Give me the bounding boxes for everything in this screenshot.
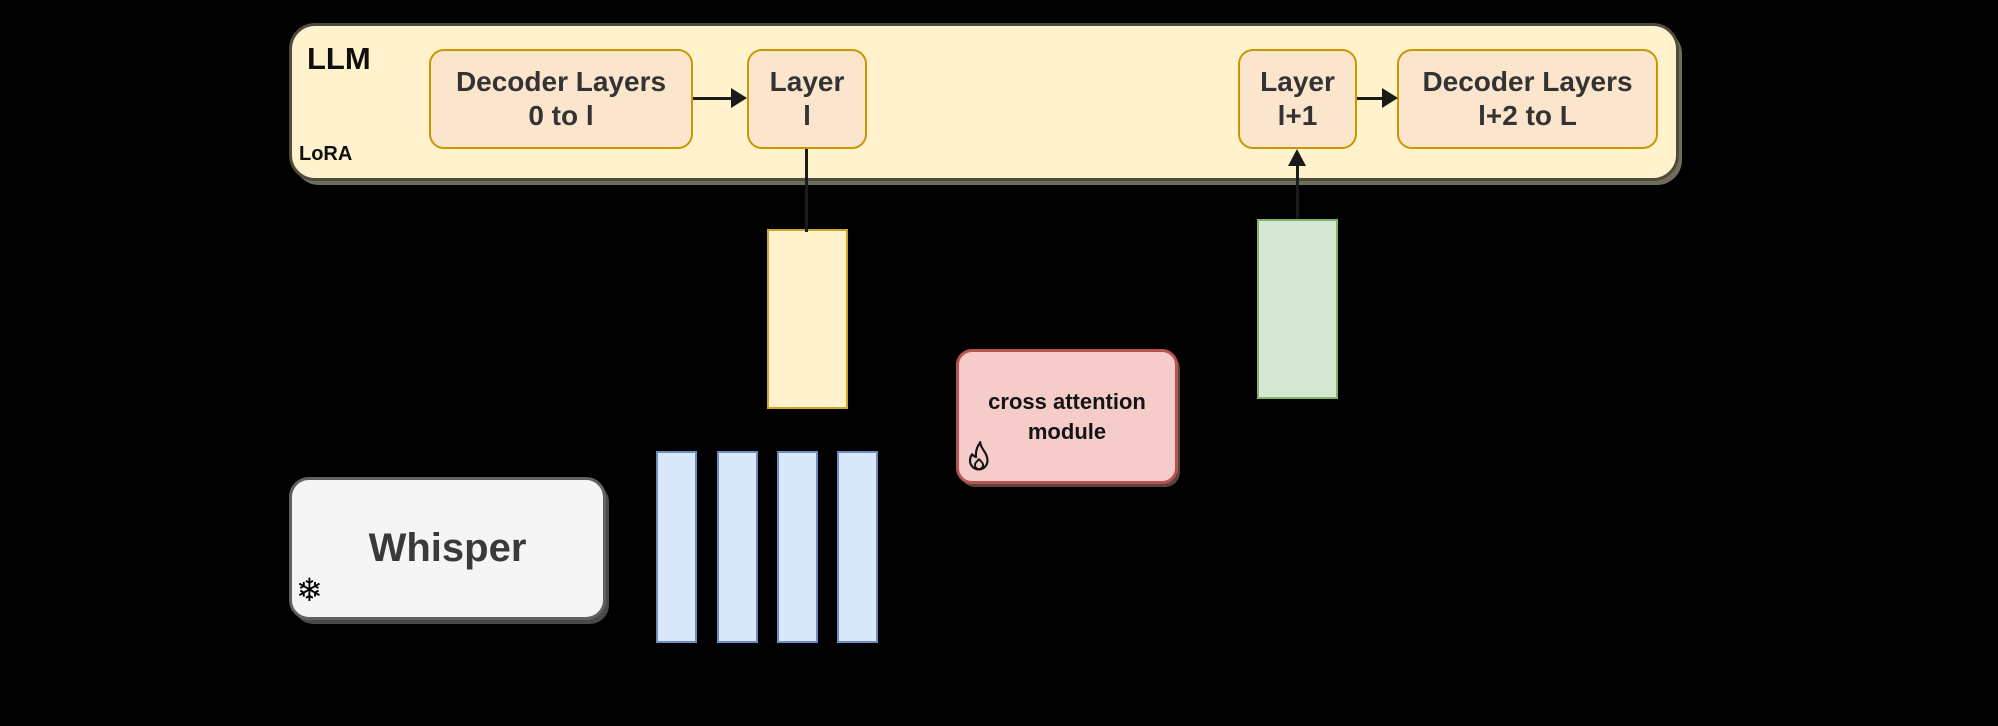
audio-feature-bar xyxy=(717,451,758,643)
llm-title: LLM xyxy=(307,41,371,76)
layer-l-index: l xyxy=(803,100,811,131)
connector-output-to-layer-l1 xyxy=(1296,162,1299,219)
layer-l-plus-1-label: Layer xyxy=(1260,66,1335,97)
layer-l-label: Layer xyxy=(769,66,845,97)
whisper-label: Whisper xyxy=(368,526,527,570)
lora-tag: LoRA xyxy=(299,143,353,165)
decoder-layers-0-to-l-label: Decoder Layers xyxy=(455,66,667,97)
audio-feature-bar xyxy=(777,451,818,643)
audio-feature-bar xyxy=(837,451,878,643)
whisper-box: Whisper xyxy=(289,477,606,620)
arrow-decoders-to-layer-l xyxy=(693,97,733,100)
layer-l-plus-1-box: Layer l+1 xyxy=(1238,49,1357,149)
arrowhead-right-icon xyxy=(1382,88,1398,108)
decoder-layers-l2-to-L-box: Decoder Layers l+2 to L xyxy=(1397,49,1658,149)
layer-l-box: Layer l xyxy=(747,49,867,149)
cross-attention-module-box: cross attention module xyxy=(956,349,1178,484)
arrowhead-right-icon xyxy=(731,88,747,108)
cross-attention-label-line2: module xyxy=(1027,418,1107,444)
fire-icon xyxy=(968,441,989,471)
decoder-layers-l2-to-L-range: l+2 to L xyxy=(1478,100,1577,131)
layer-l-plus-1-index: l+1 xyxy=(1277,100,1318,131)
snowflake-icon: ❄ xyxy=(296,572,323,608)
arrow-layer-l1-to-decoders xyxy=(1357,97,1384,100)
arrowhead-up-icon xyxy=(1288,149,1306,166)
audio-feature-bars xyxy=(656,451,878,643)
cross-attention-label-line1: cross attention xyxy=(988,388,1146,414)
output-state-rect xyxy=(1257,219,1338,399)
connector-layer-l-to-hidden-state xyxy=(805,149,808,232)
audio-feature-bar xyxy=(656,451,697,643)
decoder-layers-l2-to-L-label: Decoder Layers xyxy=(1422,66,1633,97)
decoder-layers-0-to-l-box: Decoder Layers 0 to l xyxy=(429,49,693,149)
hidden-state-rect xyxy=(767,229,848,409)
decoder-layers-0-to-l-range: 0 to l xyxy=(528,100,594,131)
